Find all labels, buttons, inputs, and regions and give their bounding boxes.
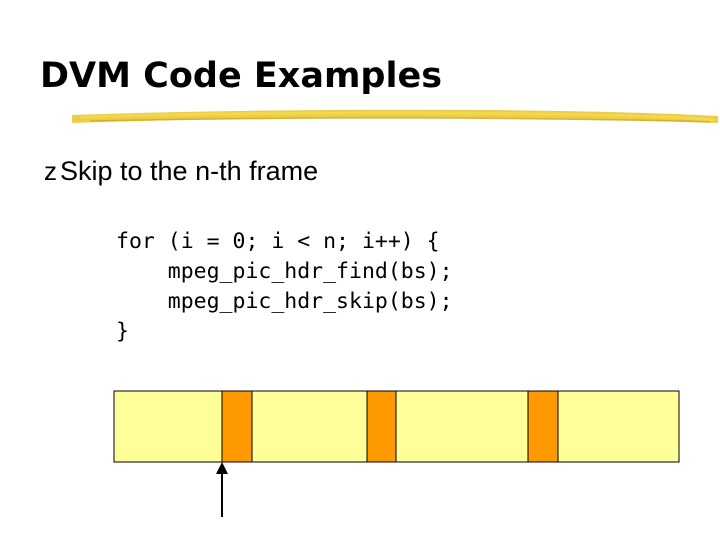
bullet-glyph: z <box>44 156 57 186</box>
picture-header-3 <box>527 390 559 463</box>
picture-header-2 <box>366 390 397 463</box>
pointer-arrowhead <box>216 462 228 474</box>
picture-header-1 <box>221 390 253 463</box>
code-block: for (i = 0; i < n; i++) { mpeg_pic_hdr_f… <box>116 227 453 347</box>
code-line-3: mpeg_pic_hdr_skip(bs); <box>116 289 453 314</box>
slide-title: DVM Code Examples <box>40 56 443 96</box>
bullet-text: Skip to the n-th frame <box>60 156 319 186</box>
title-underline <box>72 109 718 123</box>
code-line-4: } <box>116 319 129 344</box>
code-line-2: mpeg_pic_hdr_find(bs); <box>116 259 453 284</box>
code-line-1: for (i = 0; i < n; i++) { <box>116 229 440 254</box>
